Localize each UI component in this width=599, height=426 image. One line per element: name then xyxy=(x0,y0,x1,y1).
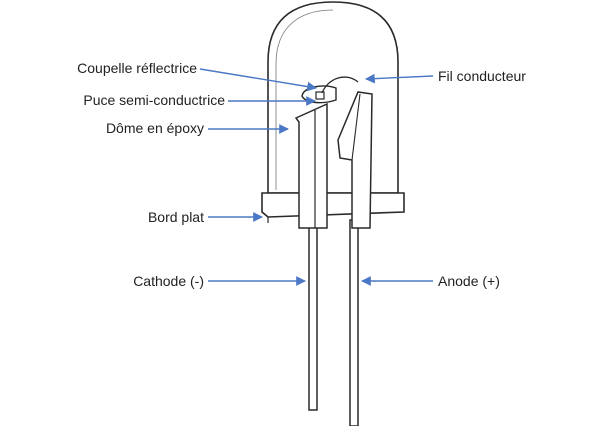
anode-post-face xyxy=(351,93,361,161)
semiconductor-chip xyxy=(315,91,325,100)
cathode-leg xyxy=(308,223,318,411)
pointer-fil xyxy=(365,73,434,84)
bond-wire xyxy=(321,76,359,94)
flat-rim-notch xyxy=(261,211,269,223)
flat-rim xyxy=(261,192,405,218)
dome-inner-edge xyxy=(275,9,334,190)
label-bord: Bord plat xyxy=(148,209,204,225)
label-dome: Dôme en époxy xyxy=(106,120,204,136)
pointer-coupelle xyxy=(199,68,317,92)
label-fil: Fil conducteur xyxy=(438,68,526,84)
label-cathode: Cathode (-) xyxy=(133,273,204,289)
label-puce: Puce semi-conductrice xyxy=(83,92,225,108)
cathode-post xyxy=(294,102,328,229)
label-anode: Anode (+) xyxy=(438,273,500,289)
anode-leg xyxy=(349,219,359,426)
anode-post xyxy=(337,91,373,229)
label-coupelle: Coupelle réflectrice xyxy=(77,60,197,76)
